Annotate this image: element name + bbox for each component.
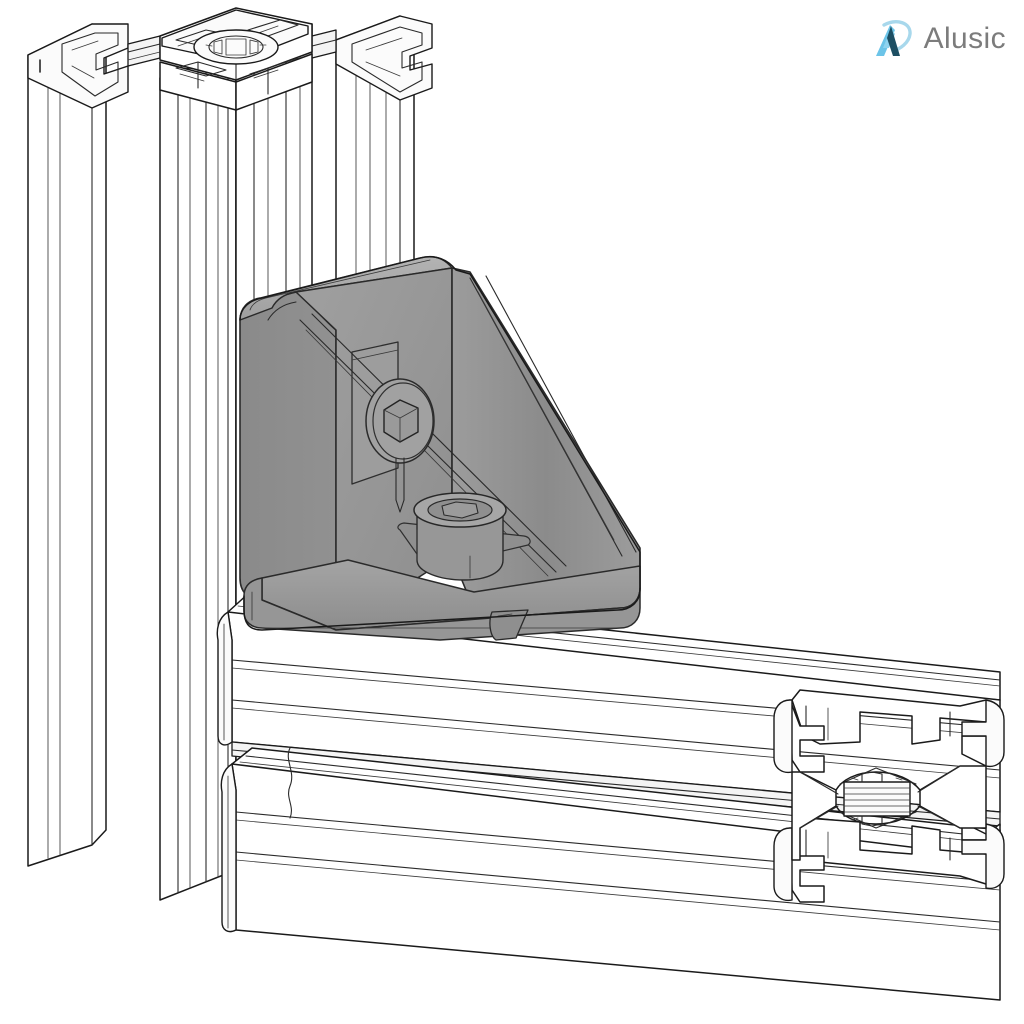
brand-logo: Alusic bbox=[869, 16, 1006, 62]
post-left-stem bbox=[127, 35, 161, 67]
gusset-bracket bbox=[239, 255, 641, 641]
beam-core-bore bbox=[843, 771, 911, 827]
post-top-profile-section bbox=[159, 7, 313, 111]
alusic-a-logo-icon bbox=[875, 20, 912, 56]
beam-end-profile-section bbox=[773, 689, 1005, 903]
socket-head-screw bbox=[365, 378, 435, 513]
t-nut bbox=[413, 492, 507, 581]
brand-name: Alusic bbox=[923, 22, 1006, 55]
horizontal-beam bbox=[216, 591, 1005, 1001]
post-right-stem bbox=[311, 29, 337, 59]
post-left-wing bbox=[27, 23, 129, 867]
